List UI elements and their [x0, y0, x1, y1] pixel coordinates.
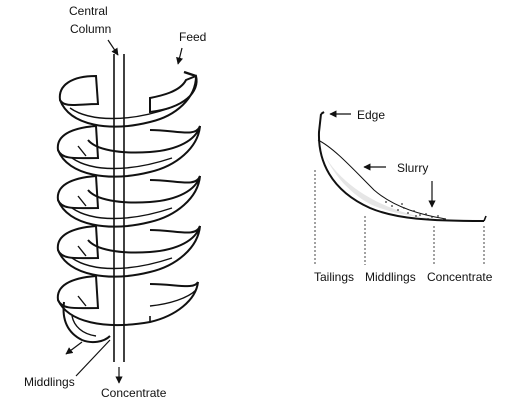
- trough-outer-lip: [483, 215, 487, 222]
- label-central-column-line2: Column: [70, 22, 111, 36]
- label-middlings-left: Middlings: [24, 375, 75, 389]
- spiral-figure: [56, 54, 201, 362]
- spiral-turn-1: [58, 70, 198, 128]
- label-concentrate-left: Concentrate: [101, 386, 167, 400]
- central-column: [113, 54, 125, 362]
- slurry-surface: [317, 139, 447, 220]
- label-feed: Feed: [179, 30, 206, 44]
- arrow-central-column: [107, 39, 119, 56]
- arrow-middlings-left: [65, 341, 83, 355]
- label-concentrate-right: Concentrate: [427, 270, 493, 284]
- trough-profile: [317, 113, 485, 222]
- label-edge: Edge: [357, 108, 385, 122]
- spiral-turn-3: [56, 174, 201, 228]
- pointer-middlings: [75, 339, 111, 377]
- label-slurry: Slurry: [397, 161, 428, 175]
- label-tailings: Tailings: [314, 270, 354, 284]
- edge-hook: [320, 111, 325, 115]
- spiral-turn-5: [56, 274, 199, 327]
- spiral-turn-2: [56, 124, 201, 178]
- spiral-turn-4: [56, 224, 201, 278]
- arrow-feed: [176, 47, 184, 65]
- slurry-region: [318, 140, 482, 221]
- discharge-outlet: [62, 301, 151, 344]
- trough-cross-section: [314, 111, 487, 265]
- label-central-column-line1: Central: [69, 4, 108, 18]
- label-middlings-right: Middlings: [365, 270, 416, 284]
